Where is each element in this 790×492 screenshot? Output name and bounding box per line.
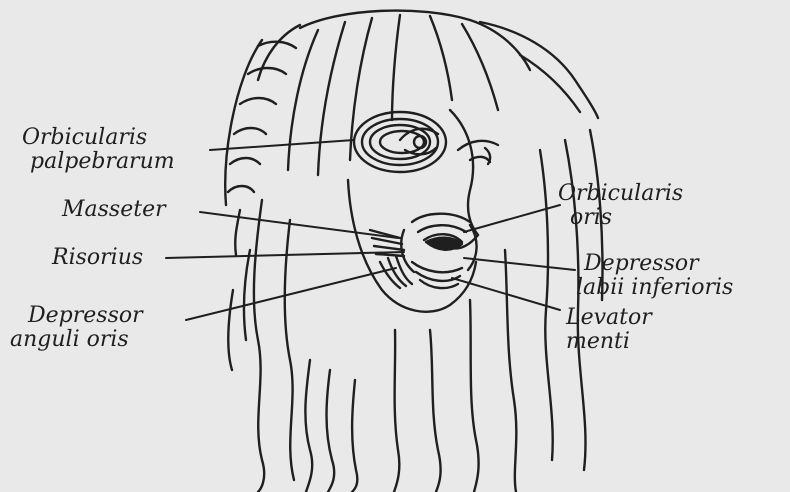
face-features-drawing — [348, 110, 498, 312]
label-orbicularis-palpebrarum-line2: palpebrarum — [30, 150, 175, 174]
label-depressor-labii-inferioris: Depressor labii inferioris — [578, 252, 733, 300]
braid-drawing — [225, 25, 300, 205]
label-orbicularis-oris: Orbicularis oris — [558, 182, 683, 230]
label-orbicularis-oris-line2: oris — [570, 206, 683, 230]
hair-drawing — [228, 11, 602, 492]
label-orbicularis-palpebrarum-line1: Orbicularis — [22, 126, 175, 150]
label-masseter: Masseter — [62, 198, 166, 222]
label-levator-menti-line1: Levator — [566, 306, 652, 330]
label-depressor-labii-inferioris-line2: labii inferioris — [576, 276, 733, 300]
label-orbicularis-palpebrarum: Orbicularis palpebrarum — [22, 126, 175, 174]
label-depressor-labii-inferioris-line1: Depressor — [584, 252, 733, 276]
label-risorius: Risorius — [52, 246, 143, 270]
label-orbicularis-oris-line1: Orbicularis — [558, 182, 683, 206]
label-depressor-anguli-oris-line2: anguli oris — [10, 328, 143, 352]
label-levator-menti: Levator menti — [566, 306, 652, 354]
label-depressor-anguli-oris-line1: Depressor — [28, 304, 143, 328]
label-levator-menti-line2: menti — [566, 330, 652, 354]
label-depressor-anguli-oris: Depressor anguli oris — [28, 304, 143, 352]
